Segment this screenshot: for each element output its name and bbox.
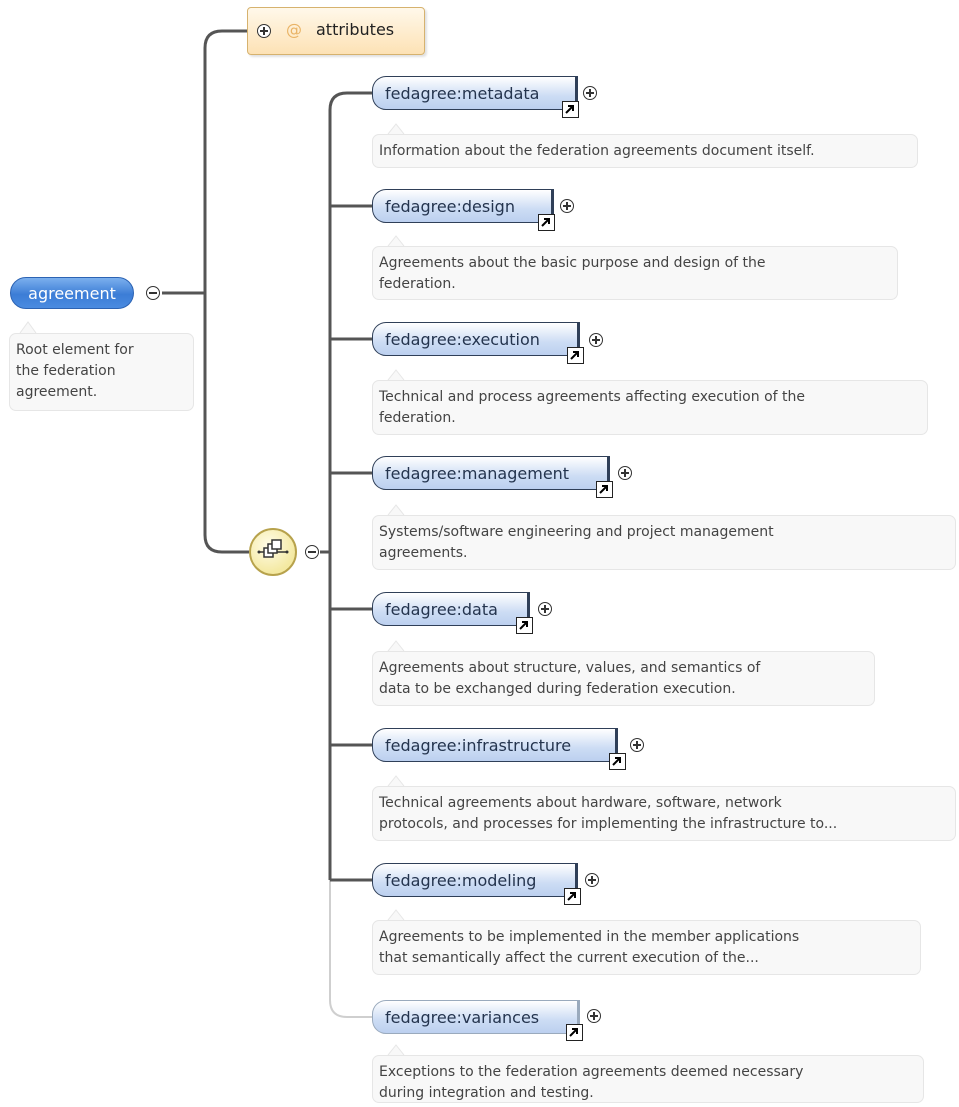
- element-label: fedagree:infrastructure: [385, 735, 572, 755]
- reference-arrow-icon: [566, 1024, 583, 1041]
- element-fedagree-modeling[interactable]: fedagree:modeling: [372, 863, 578, 897]
- sequence-collapse-icon[interactable]: [305, 545, 319, 559]
- element-documentation: Technical and process agreements affecti…: [372, 380, 928, 435]
- reference-arrow-icon: [609, 753, 626, 770]
- reference-arrow-icon: [562, 101, 579, 118]
- element-fedagree-metadata[interactable]: fedagree:metadata: [372, 76, 578, 110]
- expand-icon[interactable]: [257, 24, 271, 38]
- element-documentation: Technical agreements about hardware, sof…: [372, 786, 956, 841]
- element-label: fedagree:design: [385, 196, 515, 216]
- element-documentation: Agreements to be implemented in the memb…: [372, 920, 921, 975]
- element-documentation: Systems/software engineering and project…: [372, 515, 956, 570]
- element-documentation: Agreements about structure, values, and …: [372, 651, 875, 706]
- expand-icon[interactable]: [583, 86, 597, 100]
- element-label: fedagree:execution: [385, 329, 540, 349]
- expand-icon[interactable]: [538, 602, 552, 616]
- element-documentation: Information about the federation agreeme…: [372, 134, 918, 168]
- expand-icon[interactable]: [587, 1009, 601, 1023]
- element-documentation: Exceptions to the federation agreements …: [372, 1055, 924, 1103]
- expand-icon[interactable]: [589, 333, 603, 347]
- expand-icon[interactable]: [618, 466, 632, 480]
- element-fedagree-variances[interactable]: fedagree:variances: [372, 1000, 580, 1034]
- attributes-label: attributes: [316, 20, 395, 39]
- collapse-icon[interactable]: [146, 286, 160, 300]
- expand-icon[interactable]: [560, 199, 574, 213]
- element-label: fedagree:variances: [385, 1007, 540, 1027]
- element-fedagree-infrastructure[interactable]: fedagree:infrastructure: [372, 728, 618, 762]
- root-element-label: agreement: [28, 283, 116, 303]
- expand-icon[interactable]: [585, 873, 599, 887]
- reference-arrow-icon: [516, 617, 533, 634]
- expand-icon[interactable]: [630, 738, 644, 752]
- root-documentation: Root element for the federation agreemen…: [9, 333, 194, 411]
- element-label: fedagree:metadata: [385, 83, 540, 103]
- attribute-at-icon: @: [286, 20, 302, 39]
- reference-arrow-icon: [567, 347, 584, 364]
- attributes-node[interactable]: @ attributes: [247, 7, 425, 55]
- reference-arrow-icon: [538, 214, 555, 231]
- element-fedagree-execution[interactable]: fedagree:execution: [372, 322, 580, 356]
- element-fedagree-data[interactable]: fedagree:data: [372, 592, 530, 626]
- reference-arrow-icon: [564, 888, 581, 905]
- root-element-agreement[interactable]: agreement: [10, 277, 134, 309]
- element-label: fedagree:management: [385, 463, 570, 483]
- element-fedagree-design[interactable]: fedagree:design: [372, 189, 554, 223]
- element-documentation: Agreements about the basic purpose and d…: [372, 246, 898, 300]
- element-fedagree-management[interactable]: fedagree:management: [372, 456, 610, 490]
- reference-arrow-icon: [596, 481, 613, 498]
- element-label: fedagree:data: [385, 599, 498, 619]
- sequence-compositor-icon[interactable]: [249, 528, 297, 576]
- element-label: fedagree:modeling: [385, 870, 537, 890]
